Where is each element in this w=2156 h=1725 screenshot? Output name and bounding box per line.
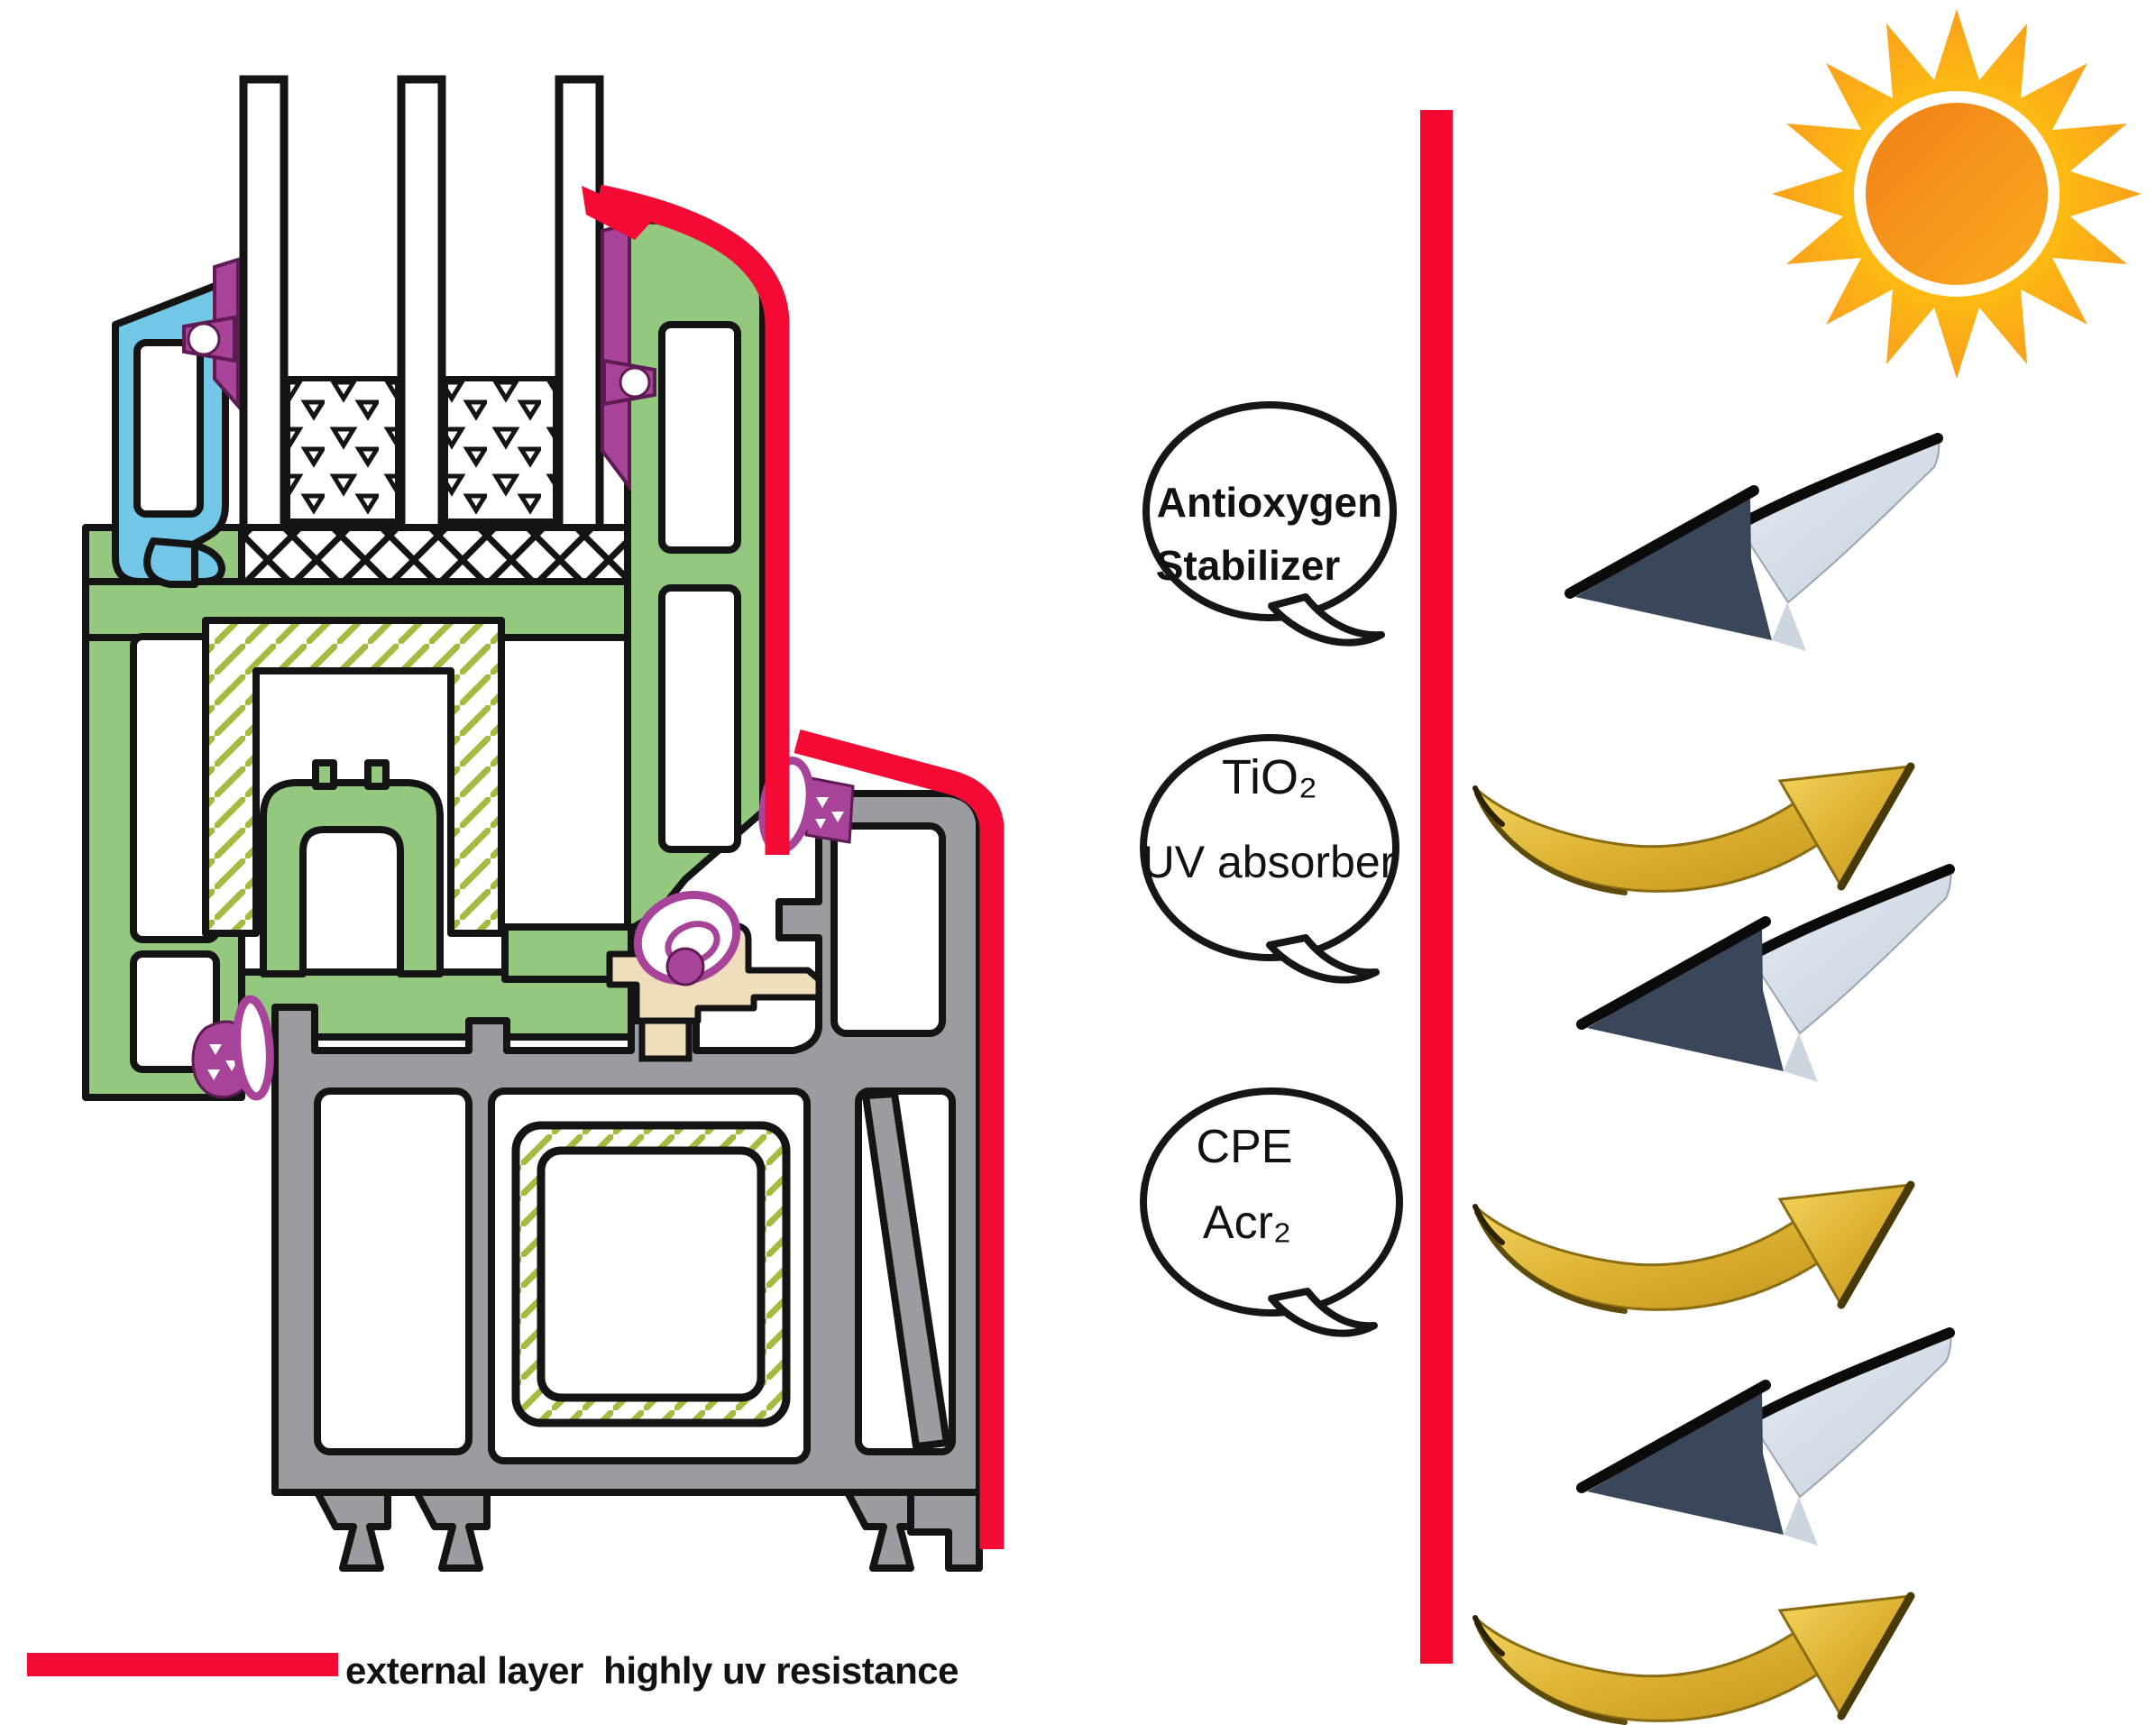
sash-bottom-gasket <box>191 995 274 1101</box>
uv-reflected-arrow <box>1475 1185 1911 1311</box>
frame-external-layer <box>794 729 1005 1549</box>
glazing-bead <box>112 282 229 588</box>
uv-incoming-arrow <box>1582 867 1950 1082</box>
desiccant-spacer <box>285 376 558 524</box>
speech-bubble-antioxygen <box>1142 401 1397 647</box>
bubble-label-acr2: Acr₂ <box>1202 1197 1292 1249</box>
window-cross-section <box>82 75 1005 1572</box>
speech-bubble-cpe <box>1140 1087 1403 1337</box>
bubble-label-antioxygen: Antioxygen <box>1156 479 1383 526</box>
glass-pane <box>397 75 446 535</box>
center-gasket <box>633 890 741 986</box>
glazing-gasket-right <box>601 221 656 492</box>
uv-reflected-arrow <box>1475 766 1911 893</box>
uv-barrier-bar <box>1420 110 1453 1664</box>
glazing-gasket-left <box>182 257 240 411</box>
bubble-label-tio2: TiO₂ <box>1222 750 1317 804</box>
glass-pane <box>555 75 604 535</box>
uv-incoming-arrow <box>1582 1331 1950 1546</box>
uv-incoming-arrow <box>1570 436 1939 651</box>
sash-steel-reinforcement <box>202 617 505 937</box>
glass-unit <box>224 75 642 587</box>
speech-bubble-tio2 <box>1140 734 1399 984</box>
uv-reflected-arrow <box>1475 1596 1911 1722</box>
legend-label: external layer highly uv resistance <box>345 1649 959 1692</box>
sun-icon <box>1772 9 2142 379</box>
sash-center-bridge <box>260 779 444 977</box>
frame-profile <box>271 790 983 1572</box>
sash-profile <box>82 216 766 1101</box>
setting-block <box>224 524 642 587</box>
bubble-label-stabilizer: Stabilizer <box>1155 542 1341 589</box>
sash-external-layer <box>582 184 790 855</box>
external-layer-swatch <box>27 1653 338 1676</box>
bubble-label-uv-absorber: UV absorber <box>1142 837 1396 887</box>
frame-steel-reinforcement <box>511 1121 791 1427</box>
bubble-label-cpe: CPE <box>1196 1121 1293 1173</box>
glass-pane <box>239 75 289 535</box>
